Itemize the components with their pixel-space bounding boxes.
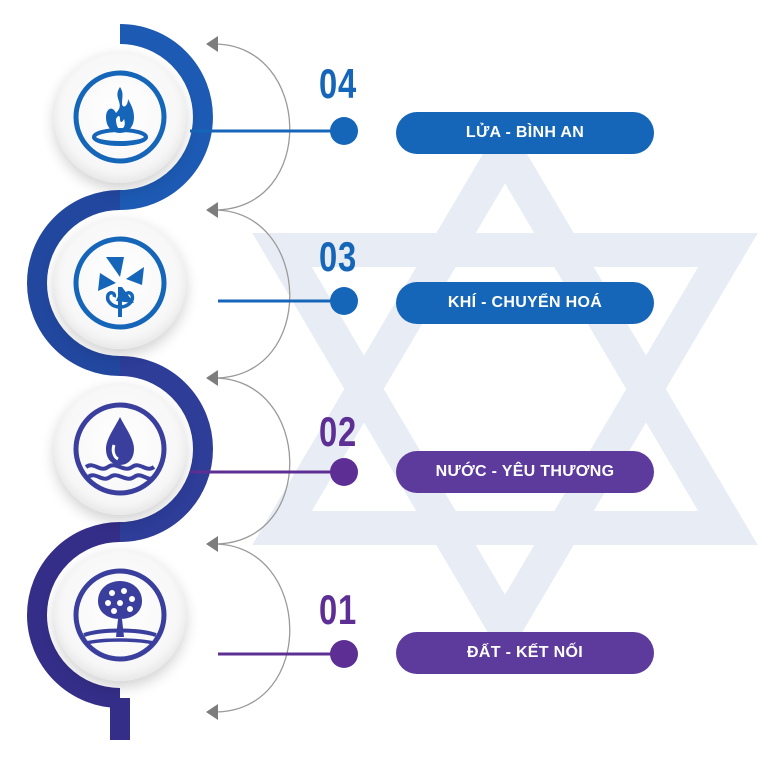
fire-bowl-icon [73, 70, 167, 164]
water-drop-waves-icon [73, 402, 167, 496]
step-number-03: 03 [318, 233, 358, 280]
connector-dot-02 [330, 458, 358, 486]
step-label-04: LỬA - BÌNH AN [396, 112, 654, 154]
step-label-03: KHÍ - CHUYỂN HOÁ [396, 282, 654, 324]
arrow-head-1 [206, 36, 218, 52]
star-triangle-down [252, 233, 758, 662]
arc-arrow-4 [213, 543, 291, 713]
arc-arrow-1 [213, 43, 291, 211]
step-label-02: NƯỚC - YÊU THƯƠNG [396, 451, 654, 493]
pinwheel-wind-icon [73, 236, 167, 330]
step-number-04: 04 [318, 60, 358, 107]
tree-earth-icon [73, 568, 167, 662]
ribbon-segment-1 [119, 24, 213, 210]
step-number-02: 02 [318, 408, 358, 455]
arrow-head-4 [206, 536, 218, 552]
ribbon-segment-2 [27, 190, 121, 376]
arrow-head-2 [206, 202, 218, 218]
arc-arrow-3 [213, 377, 291, 545]
step-label-01: ĐẤT - KẾT NỐI [396, 632, 654, 674]
arc-arrow-2 [213, 209, 291, 379]
connector-dot-01 [330, 640, 358, 668]
connector-dot-04 [330, 117, 358, 145]
ribbon-segment-4 [27, 522, 121, 708]
arrow-head-5 [206, 704, 218, 720]
arrow-head-3 [206, 370, 218, 386]
star-triangle-up [252, 116, 758, 545]
connector-dot-03 [330, 287, 358, 315]
ribbon-segment-3 [119, 356, 213, 542]
step-number-01: 01 [318, 586, 358, 633]
